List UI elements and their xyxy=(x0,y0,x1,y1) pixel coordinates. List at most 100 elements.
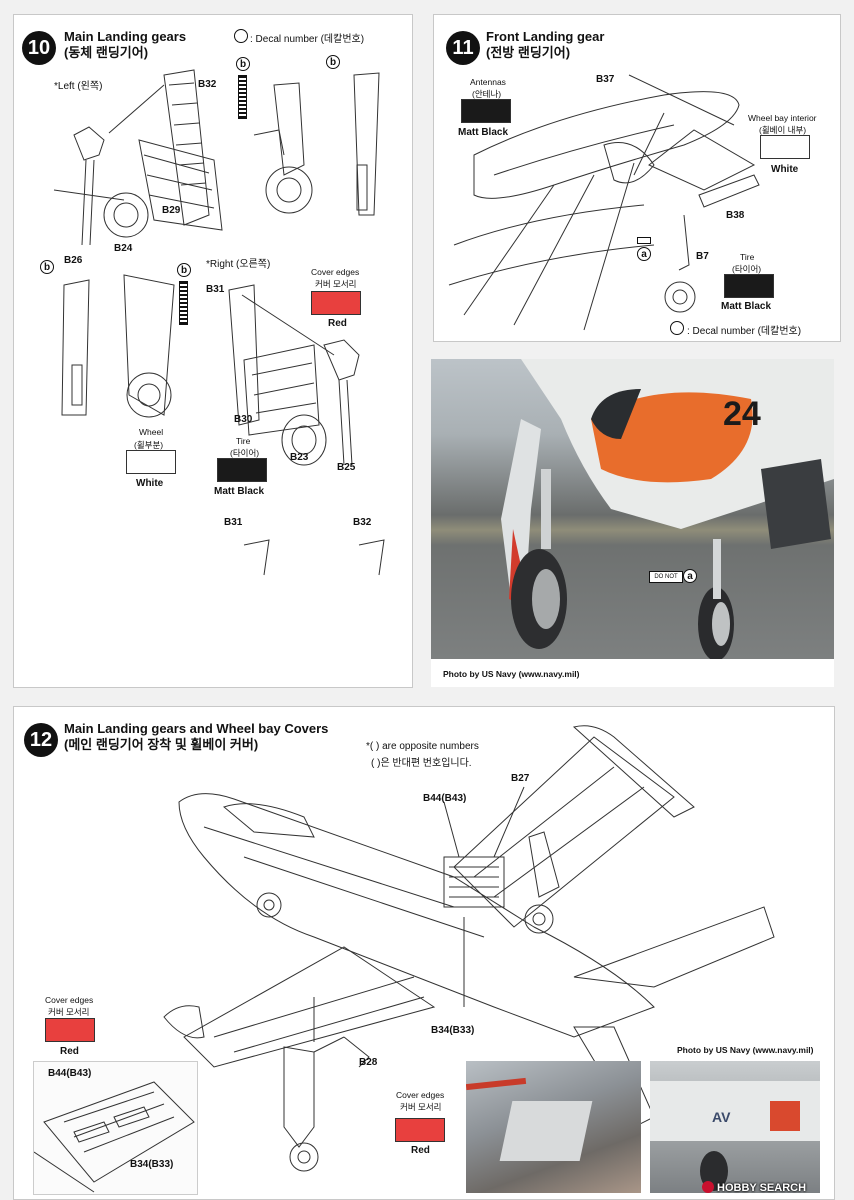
step10-wheel-color: White xyxy=(136,478,164,489)
step12-inset-b44: B44(B43) xyxy=(48,1068,92,1079)
step12-cover2-color: Red xyxy=(411,1145,430,1156)
step12-cover1-label-ko: 커버 모서리 xyxy=(48,1007,90,1017)
step10-part-b30: B30 xyxy=(234,414,253,425)
step12-cover1-color: Red xyxy=(60,1046,79,1057)
step10-wheel-label-en: Wheel xyxy=(139,427,164,437)
step10-cover-color: Red xyxy=(328,318,347,329)
step10-decal-strip-1 xyxy=(238,75,247,119)
step12-title-ko: (메인 랜딩기어 장착 및 휠베이 커버) xyxy=(64,737,259,752)
step11-wheelbay-color: White xyxy=(771,164,799,175)
step10-title: Main Landing gears (동체 랜딩기어) xyxy=(64,29,186,61)
step11-panel: 11 Front Landing gear (전방 랜딩기어) Antennas… xyxy=(433,14,841,342)
step11-callout-a: a xyxy=(637,247,651,261)
step10-cover-label-ko: 커버 모서리 xyxy=(315,279,357,289)
step12-title: Main Landing gears and Wheel bay Covers … xyxy=(64,721,328,753)
photo2-red-edge xyxy=(466,1077,527,1091)
step11-decal-note: : Decal number (데칼번호) xyxy=(687,326,802,337)
step12-number: 12 xyxy=(24,723,58,757)
step12-cover1-swatch xyxy=(45,1018,95,1042)
photo-decal-label: DO NOT xyxy=(649,571,683,583)
step10-callout-b1: b xyxy=(236,57,250,71)
step11-tire-label-ko: (타이어) xyxy=(732,264,762,274)
wheel-bay-photo-2: AV xyxy=(650,1061,820,1193)
step10-tire-label-ko: (타이어) xyxy=(230,448,260,458)
step12-cover1-label-en: Cover edges xyxy=(45,995,94,1005)
decal-circle-icon xyxy=(670,321,684,335)
step11-part-b37: B37 xyxy=(596,74,615,85)
step11-antennas-label-en: Antennas xyxy=(470,77,506,87)
step11-antennas-label-ko: (안테나) xyxy=(472,89,502,99)
photo-callout-a: a xyxy=(683,569,697,583)
step10-wheel-swatch xyxy=(126,450,176,474)
step11-antennas-swatch xyxy=(461,99,511,123)
step12-panel: 12 Main Landing gears and Wheel bay Cove… xyxy=(13,706,835,1200)
step11-part-b38: B38 xyxy=(726,210,745,221)
step10-title-en: Main Landing gears xyxy=(64,29,187,44)
step11-number: 11 xyxy=(446,31,480,65)
step10-callout-b3: b xyxy=(40,260,54,274)
step11-tire-label-en: Tire xyxy=(740,252,755,262)
photo3-red-stripe xyxy=(770,1101,800,1131)
step10-right-note: *Right (오른쪽) xyxy=(206,259,271,270)
photo2-credit: Photo by US Navy (www.navy.mil) xyxy=(677,1045,814,1055)
step10-part-b29: B29 xyxy=(162,205,181,216)
decal-circle-icon xyxy=(234,29,248,43)
step10-part-b24: B24 xyxy=(114,243,133,254)
step11-tire-swatch xyxy=(724,274,774,298)
step11-wheelbay-label-ko: (휠베이 내부) xyxy=(759,125,807,135)
step10-part-b25: B25 xyxy=(337,462,356,473)
photo1-credit: Photo by US Navy (www.navy.mil) xyxy=(443,669,580,679)
step10-number: 10 xyxy=(22,31,56,65)
step11-wheelbay-label-en: Wheel bay interior xyxy=(748,113,817,123)
nose-gear-photo: 24 DO NOT a xyxy=(431,359,834,659)
step12-title-en: Main Landing gears and Wheel bay Covers xyxy=(64,721,329,736)
nose-gear-photo-panel: 24 DO NOT a Photo by US Navy (www.navy.m… xyxy=(431,359,834,687)
step12-inset-b34: B34(B33) xyxy=(130,1159,174,1170)
step10-line-art xyxy=(53,69,385,576)
step11-part-b7: B7 xyxy=(696,251,709,262)
step12-note-ko: ( )은 반대편 번호입니다. xyxy=(371,758,472,769)
step10-part-b26: B26 xyxy=(64,255,83,266)
step10-callout-b2: b xyxy=(326,55,340,69)
step10-left-note: *Left (왼쪽) xyxy=(54,81,103,92)
step12-inset-drawing: B44(B43) B34(B33) xyxy=(33,1061,198,1195)
step12-part-b34: B34(B33) xyxy=(431,1025,475,1036)
step12-note-en: *( ) are opposite numbers xyxy=(366,741,479,752)
hobby-search-logo-icon xyxy=(702,1181,714,1193)
step10-part-b23: B23 xyxy=(290,452,309,463)
inset-line-art xyxy=(34,1081,195,1193)
step11-tire-color: Matt Black xyxy=(721,301,772,312)
step12-part-b44: B44(B43) xyxy=(423,793,467,804)
step12-cover2-label-ko: 커버 모서리 xyxy=(400,1102,442,1112)
photo-aircraft-shapes xyxy=(501,359,834,659)
step12-cover2-label-en: Cover edges xyxy=(396,1090,445,1100)
step10-cover-label-en: Cover edges xyxy=(311,267,360,277)
step11-title-ko: (전방 랜딩기어) xyxy=(486,45,571,60)
step10-cover-swatch xyxy=(311,291,361,315)
step11-wheelbay-swatch xyxy=(760,135,810,159)
step11-title: Front Landing gear (전방 랜딩기어) xyxy=(486,29,604,61)
step12-cover2-swatch xyxy=(395,1118,445,1142)
wheel-bay-photo-1 xyxy=(466,1061,641,1193)
step11-line-art xyxy=(448,74,760,331)
step11-title-en: Front Landing gear xyxy=(486,29,605,44)
step12-part-b27: B27 xyxy=(511,773,530,784)
step10-tire-swatch xyxy=(217,458,267,482)
step10-tire-color: Matt Black xyxy=(214,486,265,497)
photo3-text: AV xyxy=(712,1109,731,1125)
step10-title-ko: (동체 랜딩기어) xyxy=(64,45,149,60)
step11-antennas-color: Matt Black xyxy=(458,127,509,138)
step10-wheel-label-ko: (휠부분) xyxy=(134,440,164,450)
step10-decal-note: : Decal number (데칼번호) xyxy=(250,34,365,45)
step10-callout-b4: b xyxy=(177,263,191,277)
photo2-panel xyxy=(499,1101,593,1161)
step10-part-b32: B32 xyxy=(198,79,217,90)
step10-decal-strip-2 xyxy=(179,281,188,325)
hobby-search-watermark: HOBBY SEARCH xyxy=(702,1181,806,1194)
step12-part-b28: B28 xyxy=(359,1057,378,1068)
step10-part-b31: B31 xyxy=(206,284,225,295)
photo-nose-number: 24 xyxy=(723,395,761,433)
step10-bottom-b32: B32 xyxy=(353,517,372,528)
step11-decal-mark xyxy=(637,237,651,244)
watermark-text: HOBBY SEARCH xyxy=(717,1182,807,1194)
